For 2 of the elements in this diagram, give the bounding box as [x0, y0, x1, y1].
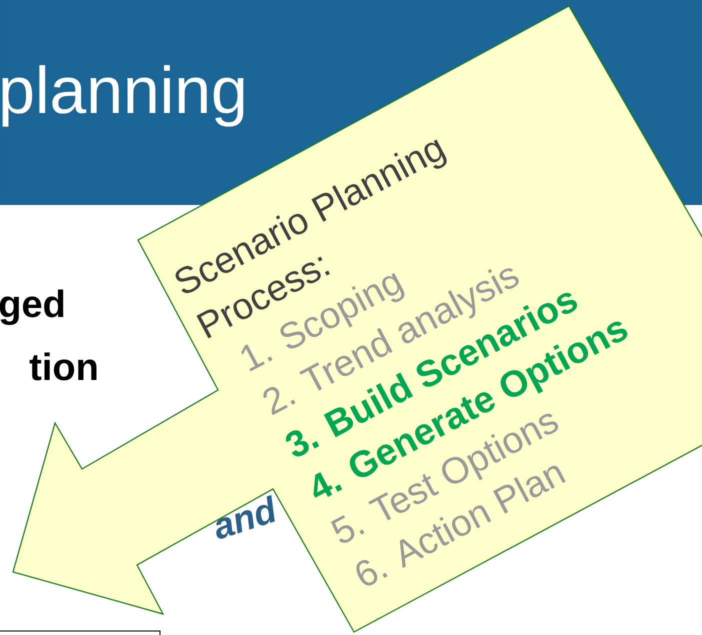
body-text: tion: [30, 352, 96, 380]
subheading-text: and: [216, 495, 275, 539]
